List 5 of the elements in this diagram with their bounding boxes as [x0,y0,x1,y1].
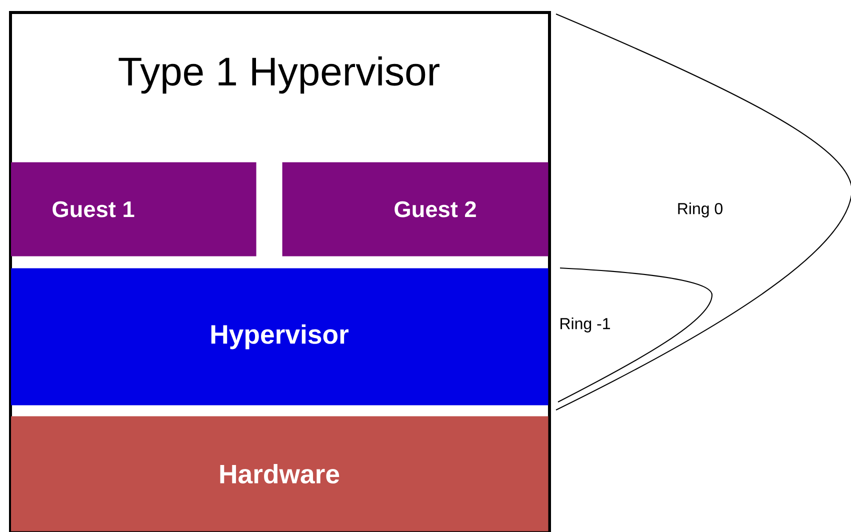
ring-label: Ring 0 [678,202,722,218]
hardware-layer: Hardware [10,416,548,532]
guest-block: Guest 2 [282,162,548,256]
hypervisor-layer: Hypervisor [10,268,548,406]
guest-block: Guest 1 [10,162,256,256]
